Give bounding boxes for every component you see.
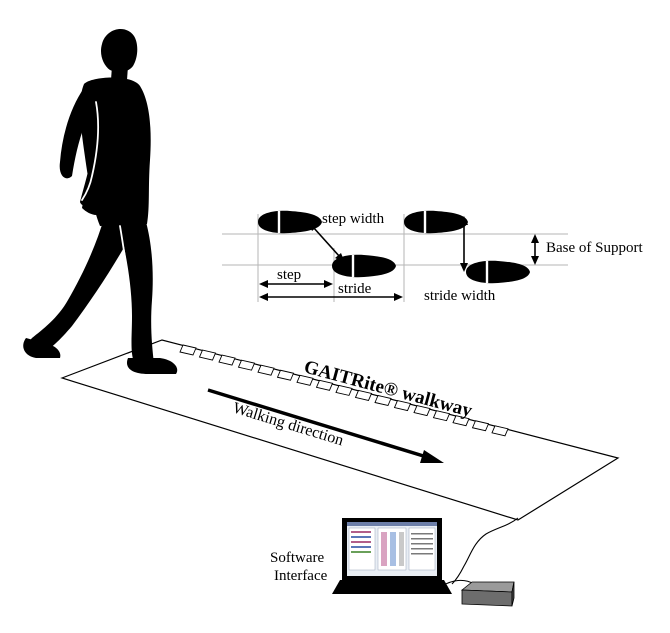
stride-width-arrow [460,216,468,272]
step-label: step [277,267,301,283]
sensor-pad [354,389,373,401]
shoe-print-icon [404,210,468,234]
walking-direction-arrow [207,388,444,463]
laptop-screen [347,522,437,576]
step-width-arrow [308,221,345,263]
shoe-print-icon [258,210,322,234]
sensor-pad [471,420,490,432]
stride-width-label: stride width [424,288,496,304]
base-of-support-label: Base of Support [546,240,643,256]
stride-length-arrow [259,293,403,301]
base-of-support-arrow [531,234,539,265]
sensor-pad [257,364,275,376]
sensor-pad [315,379,334,391]
sensor-pad [276,369,295,381]
shoe-print-icon [332,254,396,278]
sensor-pad [198,349,217,361]
sensor-pad [452,415,470,427]
sensor-pad [237,359,256,371]
sensor-pad [413,405,431,417]
sensor-pad [374,394,392,407]
laptop-keyboard [332,580,452,594]
step-length-arrow [259,280,333,288]
laptop-icon [332,518,452,594]
sensor-pad [179,344,197,356]
sensor-pad [432,410,451,422]
sensor-pad [393,400,412,412]
silhouette-detail-lines [81,101,131,301]
sensor-pad [491,425,509,437]
sensor-pad [335,384,353,396]
software-label-line1: Software [270,550,324,566]
step-stride-diagram: step width step stride stride width Base… [222,210,643,304]
step-width-label: step width [322,211,385,227]
shoe-print-icon [466,260,530,284]
software-label-line2: Interface [274,568,328,584]
sensor-pad [296,374,314,386]
sensor-pads [179,344,509,437]
sensor-pad [218,354,236,366]
connection-cables [441,517,519,587]
stride-label: stride [338,281,372,297]
interface-box-icon [460,581,515,607]
walking-person-silhouette-icon [23,29,178,374]
